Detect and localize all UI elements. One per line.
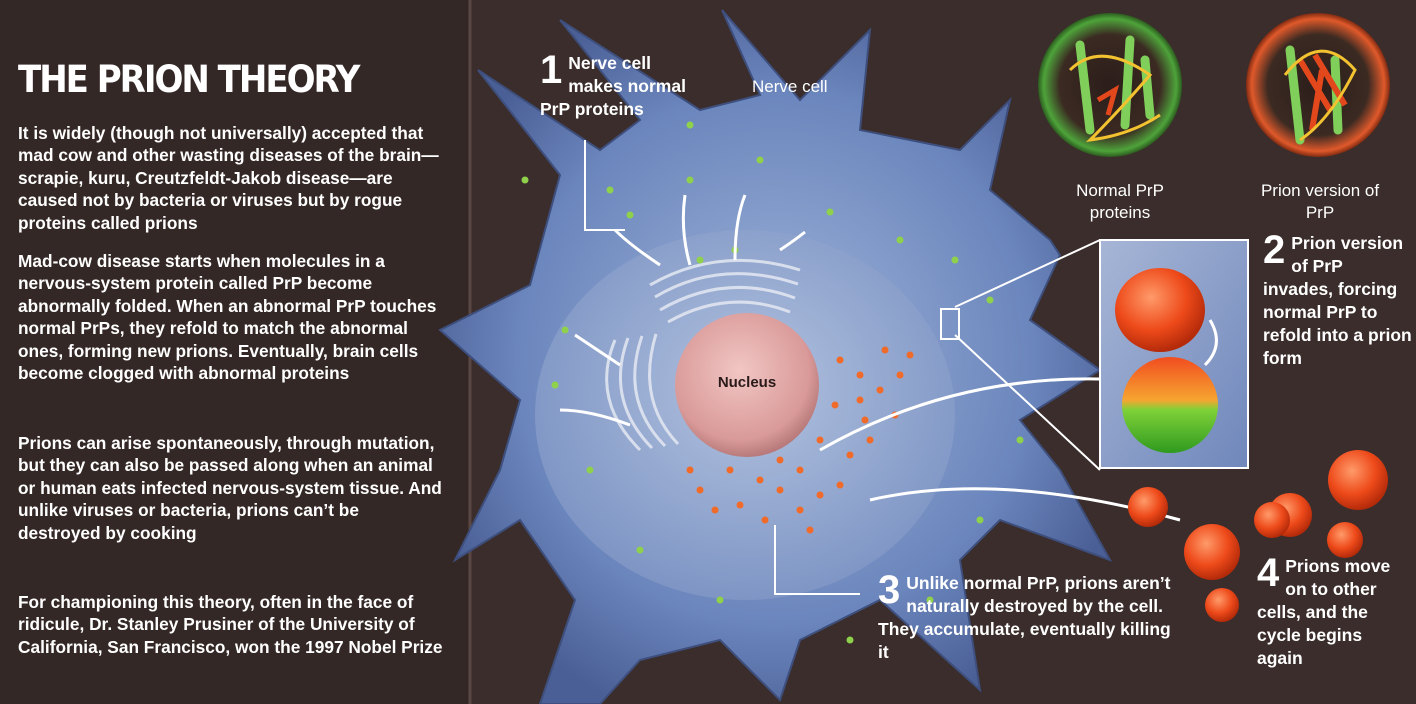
callout-lines — [584, 140, 1101, 595]
step-3-text: Unlike normal PrP, prions aren’t natural… — [878, 573, 1171, 662]
intro-paragraph-4: For championing this theory, often in th… — [18, 592, 443, 657]
step-1-text: Nerve cell makes normal PrP proteins — [540, 53, 686, 119]
step-3-number: 3 — [878, 568, 901, 612]
intro-paragraph-3: Prions can arise spontaneously, through … — [18, 433, 442, 543]
prion-dots — [686, 346, 914, 534]
released-prions — [1128, 450, 1388, 622]
step-1-number: 1 — [540, 48, 563, 92]
normal-prp-circle — [1038, 13, 1182, 157]
golgi-stack-top — [649, 258, 801, 324]
nucleus-label: Nucleus — [717, 374, 777, 391]
nerve-cell-label: Nerve cell — [752, 77, 828, 96]
intro-paragraph-1: It is widely (though not universally) ac… — [18, 123, 439, 233]
refolding-inset — [940, 239, 1249, 469]
step-4-number: 4 — [1257, 551, 1280, 595]
step-1: 1 Nerve cell makes normal PrP proteins — [540, 48, 700, 121]
normal-prp-dots — [521, 121, 1024, 644]
nucleus — [675, 313, 819, 457]
step-4-text: Prions move on to other cells, and the c… — [1257, 556, 1391, 668]
step-2: 2 Prion version of PrP invades, forcing … — [1263, 228, 1413, 370]
prion-prp-circle — [1246, 13, 1390, 157]
step-2-number: 2 — [1263, 228, 1286, 272]
golgi-stack-left — [605, 333, 680, 452]
prion-prp-label: Prion version of PrP — [1260, 181, 1380, 222]
step-2-text: Prion version of PrP invades, forcing no… — [1263, 233, 1412, 368]
normal-prp-label: Normal PrP proteins — [1076, 181, 1164, 222]
page-title: THE PRION THEORY — [18, 58, 360, 101]
step-3: 3 Unlike normal PrP, prions aren’t natur… — [878, 568, 1178, 664]
step-4: 4 Prions move on to other cells, and the… — [1257, 551, 1407, 670]
intro-paragraph-2: Mad-cow disease starts when molecules in… — [18, 251, 437, 384]
